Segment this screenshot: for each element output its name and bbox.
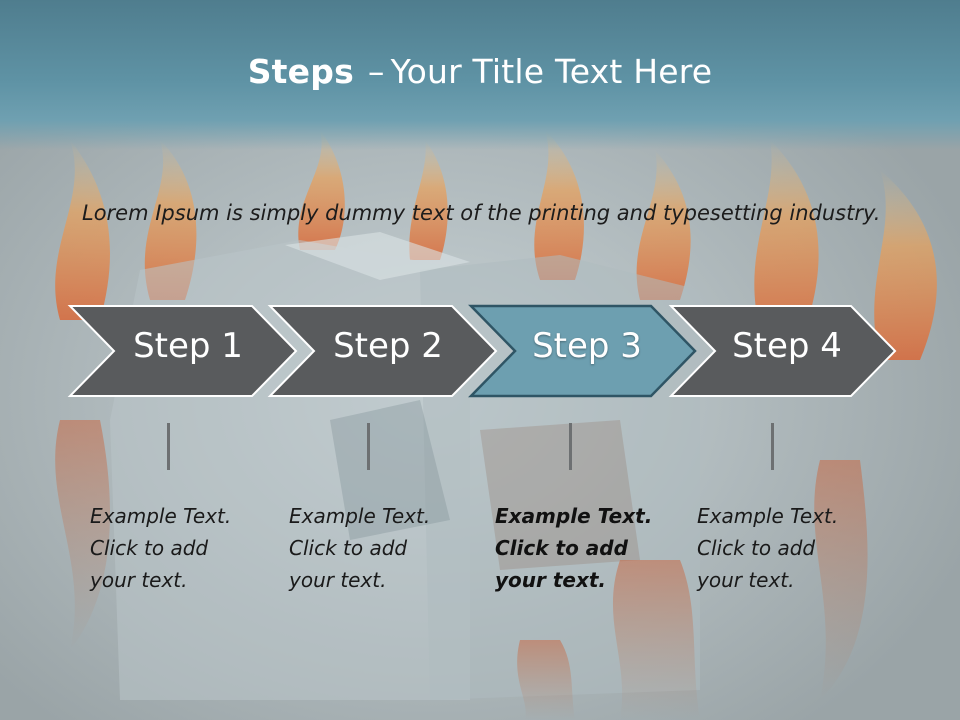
step-4-connector	[771, 423, 774, 470]
caption-line: Example Text.	[289, 504, 431, 528]
caption-line: Click to add	[495, 536, 628, 560]
title-rest: Your Title Text Here	[390, 52, 713, 91]
step-3-connector	[569, 423, 572, 470]
caption-line: Example Text.	[697, 504, 839, 528]
caption-line: Example Text.	[90, 504, 232, 528]
title-bold-part: Steps	[247, 52, 354, 91]
caption-line: your text.	[495, 568, 607, 592]
caption-line: Click to add	[289, 536, 408, 560]
step-4-label: Step 4	[732, 326, 842, 366]
step-4-chevron[interactable]	[668, 305, 897, 397]
caption-line: Click to add	[90, 536, 209, 560]
intro-paragraph[interactable]: Lorem Ipsum is simply dummy text of the …	[82, 201, 881, 225]
title-separator: –	[367, 52, 385, 91]
caption-line: Click to add	[697, 536, 816, 560]
slide-title: Steps–Your Title Text Here	[0, 52, 960, 91]
step-3-label: Step 3	[532, 326, 642, 366]
step-1-connector	[167, 423, 170, 470]
step-1-caption[interactable]: Example Text. Click to add your text.	[90, 500, 265, 596]
step-3-caption[interactable]: Example Text. Click to add your text.	[495, 500, 670, 596]
step-1-label: Step 1	[133, 326, 243, 366]
caption-line: your text.	[289, 568, 387, 592]
step-2-connector	[367, 423, 370, 470]
title-band	[0, 0, 960, 150]
caption-line: Example Text.	[495, 504, 653, 528]
step-2-label: Step 2	[333, 326, 443, 366]
caption-line: your text.	[697, 568, 795, 592]
step-2-caption[interactable]: Example Text. Click to add your text.	[289, 500, 464, 596]
step-1-chevron[interactable]	[67, 305, 298, 397]
caption-line: your text.	[90, 568, 188, 592]
step-4-caption[interactable]: Example Text. Click to add your text.	[697, 500, 872, 596]
step-3-chevron[interactable]	[468, 304, 697, 398]
step-2-chevron[interactable]	[267, 305, 498, 397]
